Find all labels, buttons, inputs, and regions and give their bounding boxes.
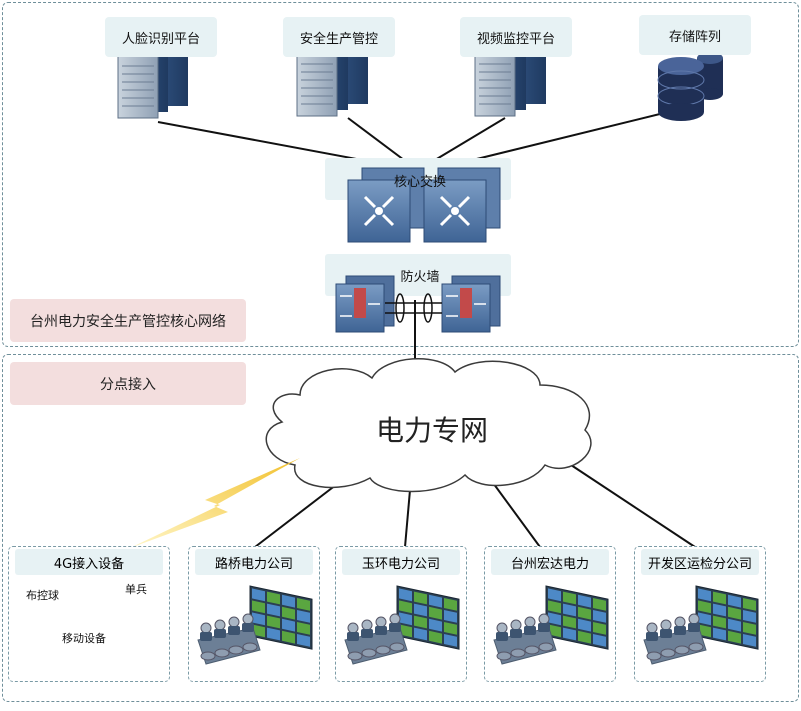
server-safety-control (296, 46, 368, 117)
4g-access-device-title: 4G接入设备 (15, 549, 163, 575)
platform-label-safety-control: 安全生产管控 (283, 17, 395, 57)
video-wall-icon (695, 585, 759, 650)
4g-access-device-box: 4G接入设备 (8, 546, 170, 682)
wireless-lightning-icon (130, 458, 300, 548)
meeting-scene-2 (493, 585, 609, 665)
company-label-kaifaqu: 开发区运检分公司 (641, 549, 759, 575)
power-private-network-cloud (265, 357, 592, 493)
company-label-yuhuan: 玉环电力公司 (342, 549, 460, 575)
company-label-luqiao: 路桥电力公司 (195, 549, 313, 575)
core-switch-label: 核心交换 (393, 175, 446, 190)
access-zone-label: 分点接入 (10, 362, 246, 405)
server-face-recognition (117, 48, 188, 119)
video-wall-icon (249, 585, 313, 650)
cloud-label: 电力专网 (376, 414, 489, 447)
firewall-icon (335, 275, 501, 333)
device-label-single-soldier: 单兵 (123, 581, 149, 597)
storage-array-icon (657, 52, 723, 121)
meeting-scene-3 (643, 585, 759, 665)
platform-label-storage-array: 存储阵列 (639, 15, 751, 55)
device-label-mobile: 移动设备 (60, 630, 108, 646)
core-switch-icon (347, 167, 501, 243)
video-wall-icon (545, 585, 609, 650)
company-label-hongda: 台州宏达电力 (491, 549, 609, 575)
video-wall-icon (396, 585, 460, 650)
device-label-dome-camera: 布控球 (24, 587, 61, 603)
firewall-label: 防火墙 (400, 270, 440, 285)
platform-label-video-monitor: 视频监控平台 (460, 17, 572, 57)
meeting-scene-0 (197, 585, 313, 665)
meeting-scene-1 (344, 585, 460, 665)
platform-label-face-recognition: 人脸识别平台 (105, 17, 217, 57)
core-zone-label: 台州电力安全生产管控核心网络 (10, 299, 246, 342)
